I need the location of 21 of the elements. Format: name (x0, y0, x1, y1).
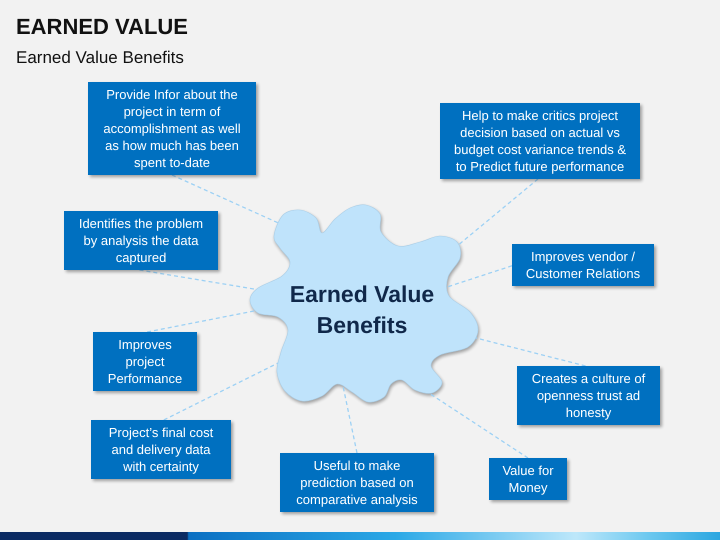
connector-line (172, 174, 278, 224)
benefit-box: Useful to make prediction based on comparative analysis (280, 453, 434, 512)
benefit-box: Identifies the problem by analysis the data captured (64, 211, 218, 270)
page-subtitle: Earned Value Benefits (16, 48, 184, 68)
connector-line (139, 269, 256, 290)
connector-line (164, 362, 278, 421)
connector-line (458, 178, 538, 246)
connector-line (342, 385, 358, 454)
page-title: EARNED VALUE (16, 14, 188, 40)
connector-line (428, 392, 528, 459)
benefit-box: Help to make critics project decision based on actual vs budget cost variance trends & to Predict future performance (440, 103, 640, 179)
benefit-box: Improves vendor / Customer Relations (512, 244, 654, 286)
connector-line (446, 265, 512, 288)
benefit-box: Creates a culture of openness trust ad honesty (517, 366, 660, 425)
benefit-box: Provide Infor about the project in term of accomplishment as well as how much has been spent to-date (88, 82, 256, 175)
connector-line (146, 310, 256, 333)
connector-line (476, 337, 586, 367)
benefit-box: Value for Money (489, 458, 567, 500)
benefit-box: Project’s final cost and delivery data with certainty (91, 420, 231, 479)
center-label: Earned Value Benefits (288, 280, 436, 340)
benefit-box: Improves project Performance (93, 332, 197, 391)
